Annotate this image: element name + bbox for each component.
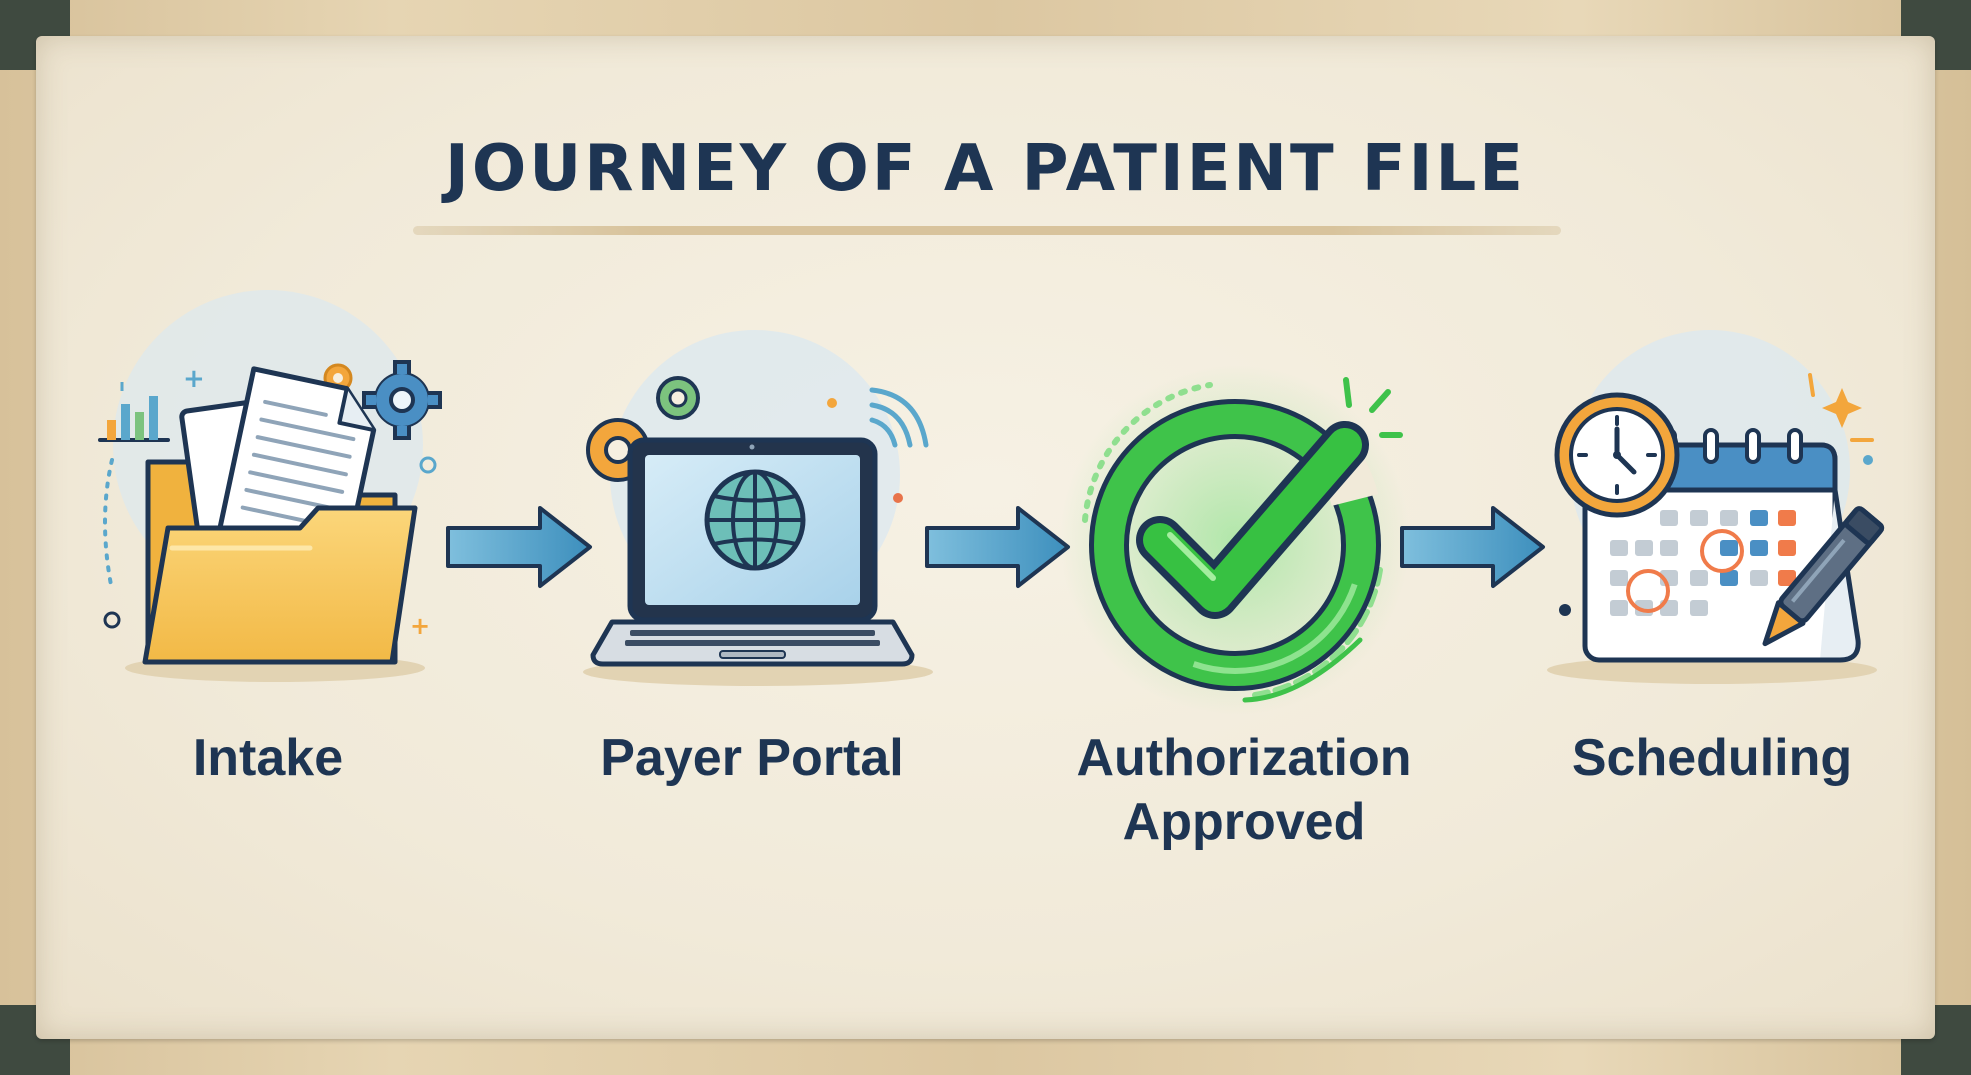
checkmark-circle-icon [1060, 365, 1410, 715]
step-label-payer-portal: Payer Portal [600, 729, 904, 787]
arrow-icon [1400, 506, 1545, 588]
step-label-intake: Intake [192, 729, 344, 787]
clock-icon [1554, 392, 1680, 518]
small-gear-icon [656, 376, 700, 420]
gear-icon [362, 360, 442, 440]
arrow-icon [446, 506, 592, 588]
folder-icon: + + [98, 290, 442, 682]
bar-chart-icon [98, 382, 170, 442]
pen-icon [1762, 506, 1885, 647]
globe-icon [704, 469, 806, 571]
title-underline [413, 226, 1561, 235]
page-title: JOURNEY OF A PATIENT FILE [445, 132, 1526, 206]
signal-icon [869, 387, 929, 448]
laptop-globe-icon [583, 330, 933, 686]
calendar-clock-icon [1547, 330, 1885, 684]
svg-text:+: + [410, 612, 430, 640]
sparkle-icon [1822, 388, 1862, 428]
calendar-grid [1610, 510, 1796, 616]
step-label-authorization-approved: Authorization Approved [1076, 729, 1412, 851]
svg-text:+: + [183, 364, 205, 394]
step-label-scheduling: Scheduling [1571, 729, 1853, 787]
arrow-icon [925, 506, 1070, 588]
